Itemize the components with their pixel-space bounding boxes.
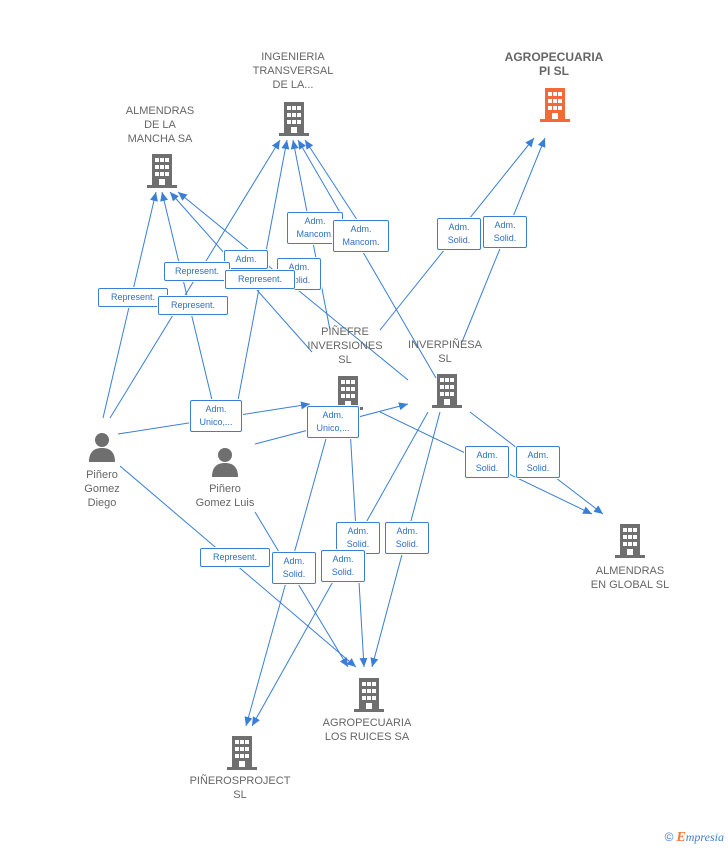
node-pinerosproject[interactable]: PIÑEROSPROJECT SL	[180, 774, 300, 802]
person-icon	[212, 448, 238, 477]
edge-label[interactable]: Represent.	[225, 270, 295, 289]
copyright-icon: ©	[664, 830, 674, 844]
edge-label[interactable]: Adm. Mancom.	[333, 220, 389, 252]
node-label: ALMENDRAS DE LA MANCHA SA	[125, 105, 195, 145]
node-pinero-gomez-luis[interactable]: Piñero Gomez Luis	[180, 482, 270, 510]
edge-label[interactable]: Adm. Solid.	[385, 522, 429, 554]
empresia-watermark: © Empresia	[665, 830, 724, 846]
building-icon	[279, 102, 309, 136]
edge-label[interactable]: Adm. Unico,...	[190, 400, 242, 432]
node-inverpinesa[interactable]: INVERPIÑESA SL	[395, 338, 495, 366]
edge-label[interactable]: Represent.	[98, 288, 168, 307]
edge-label[interactable]: Adm. Solid.	[483, 216, 527, 248]
edge-label[interactable]: Adm. Solid.	[465, 446, 509, 478]
node-pinefre-inversiones[interactable]: PIÑEFRE INVERSIONES SL	[295, 325, 395, 367]
node-label: ALMENDRAS EN GLOBAL SL	[590, 565, 670, 591]
brand-initial: E	[676, 830, 686, 845]
edge	[254, 511, 349, 668]
node-agropecuaria-los-ruices[interactable]: AGROPECUARIA LOS RUICES SA	[312, 716, 422, 744]
edge-label[interactable]: Represent.	[200, 548, 270, 567]
building-icon	[227, 736, 257, 770]
node-label: PIÑEFRE INVERSIONES SL	[307, 326, 383, 366]
node-label: INGENIERIA TRANSVERSAL DE LA...	[252, 51, 334, 91]
node-almendras-mancha[interactable]: ALMENDRAS DE LA MANCHA SA	[110, 104, 210, 146]
building-icon	[333, 376, 363, 410]
node-label: Piñero Gomez Luis	[195, 483, 255, 509]
building-icon	[615, 524, 645, 558]
edge	[297, 139, 437, 379]
building-icon	[354, 678, 384, 712]
building-icon-highlight	[540, 88, 570, 122]
node-pinero-gomez-diego[interactable]: Piñero Gomez Diego	[62, 468, 142, 510]
edge-label[interactable]: Adm. Unico,...	[307, 406, 359, 438]
building-icon	[432, 374, 462, 408]
edge-label[interactable]: Adm. Solid.	[516, 446, 560, 478]
node-label: INVERPIÑESA SL	[408, 339, 482, 365]
edge-label[interactable]: Represent.	[158, 296, 228, 315]
edge-label[interactable]: Adm. Solid.	[321, 550, 365, 582]
node-label: AGROPECUARIA PI SL	[504, 50, 604, 78]
edge-label[interactable]: Adm.	[224, 250, 268, 269]
brand-name: mpresia	[685, 830, 724, 844]
edge-label[interactable]: Adm. Solid.	[437, 218, 481, 250]
building-icon	[147, 154, 177, 188]
node-agropecuaria-pi[interactable]: AGROPECUARIA PI SL	[494, 50, 614, 78]
node-almendras-en-global[interactable]: ALMENDRAS EN GLOBAL SL	[580, 564, 680, 592]
node-label: AGROPECUARIA LOS RUICES SA	[322, 717, 412, 743]
node-label: Piñero Gomez Diego	[84, 469, 120, 509]
person-icon	[89, 433, 115, 462]
node-ingenieria-transversal[interactable]: INGENIERIA TRANSVERSAL DE LA...	[238, 50, 348, 92]
edge-label[interactable]: Adm. Solid.	[272, 552, 316, 584]
node-label: PIÑEROSPROJECT SL	[189, 775, 291, 801]
edge-label[interactable]: Represent.	[164, 262, 230, 281]
